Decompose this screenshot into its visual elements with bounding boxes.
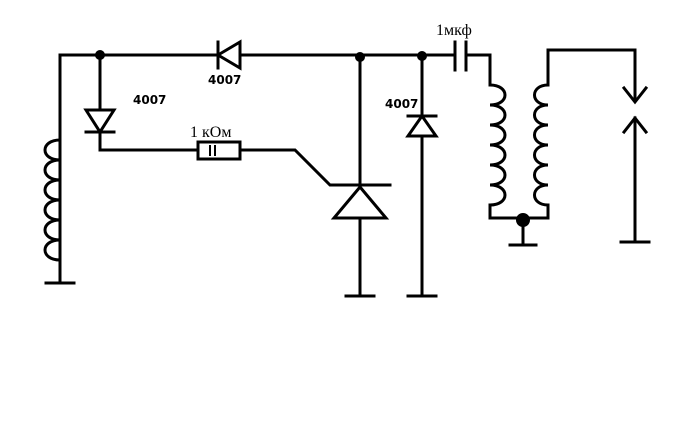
capacitor-label: 1мкф bbox=[436, 22, 472, 39]
junction-dot bbox=[95, 50, 105, 60]
transformer-secondary bbox=[523, 48, 637, 220]
top-diode-label: 4007 bbox=[208, 73, 241, 87]
junction-dot bbox=[516, 213, 530, 227]
left-diode-branch bbox=[83, 53, 200, 152]
junction-dots bbox=[95, 50, 530, 227]
right-diode-label: 4007 bbox=[385, 97, 418, 111]
left-ground bbox=[44, 258, 76, 285]
thyristor bbox=[330, 53, 390, 298]
top-diode bbox=[215, 39, 242, 71]
left-diode-label: 4007 bbox=[133, 93, 166, 107]
junction-dot bbox=[355, 52, 365, 62]
junction-dot bbox=[417, 51, 427, 61]
spark-gap bbox=[619, 85, 651, 244]
right-diode-branch bbox=[405, 53, 439, 298]
resistor-label: 1 кОм bbox=[190, 124, 231, 141]
transformer-primary bbox=[488, 83, 527, 220]
capacitor bbox=[453, 40, 492, 87]
left-inductor bbox=[43, 138, 62, 262]
top-rail-wire bbox=[58, 53, 457, 267]
left-diode bbox=[83, 108, 117, 135]
